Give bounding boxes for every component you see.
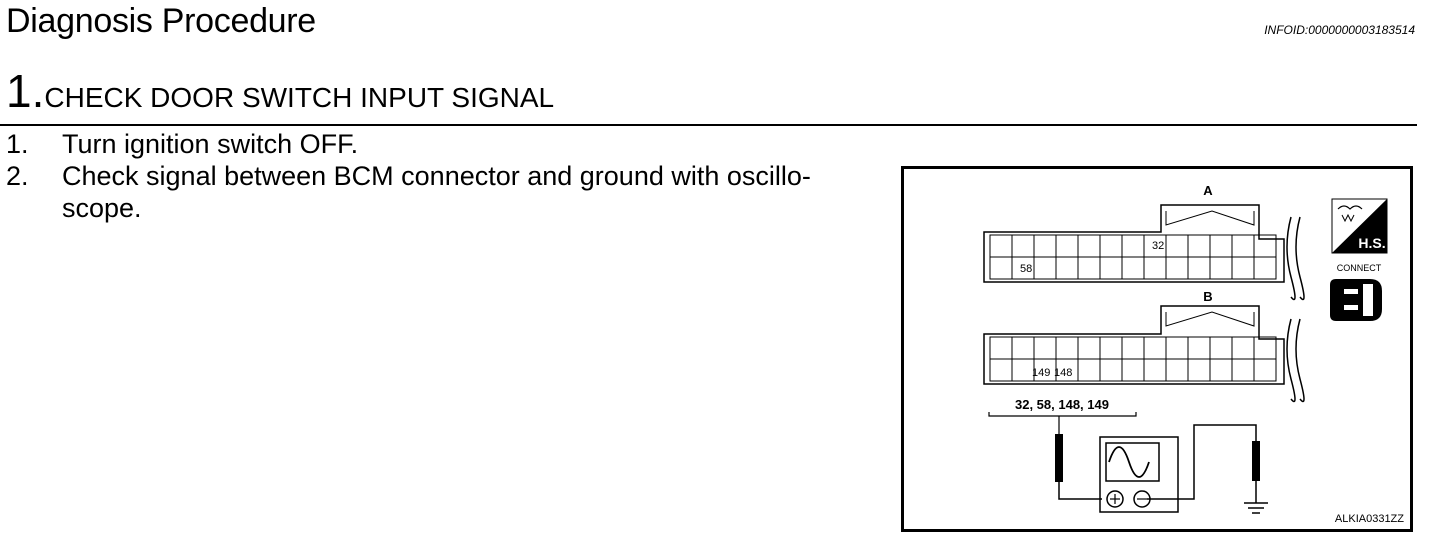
pin-cell [1055,256,1079,280]
pin-cell [1165,256,1189,280]
connector-symbol-icon [1330,279,1382,321]
pin-cell [1011,336,1035,360]
step-dot: . [31,65,45,117]
pin-cell [1077,256,1101,280]
step-title: CHECK DOOR SWITCH INPUT SIGNAL [44,82,555,113]
instruction-number: 1. [6,129,29,159]
hs-label: H.S. [1358,235,1385,251]
pin-cell [1209,256,1233,280]
pin-cell [1187,358,1211,382]
connect-label: CONNECT [1337,263,1382,273]
pin-cell [1187,234,1211,258]
step-number: 1 [6,65,32,117]
pin-cell [1033,336,1057,360]
page-title: Diagnosis Procedure [6,2,316,40]
pin-cell [1209,234,1233,258]
ground-icon [1244,494,1268,514]
pin-cell [1121,234,1145,258]
pin-cell [1187,336,1211,360]
instruction-number: 2. [6,161,29,191]
pin-cell [1143,336,1167,360]
positive-probe [1055,434,1102,500]
pin-cell [1033,234,1057,258]
pin-cell [1055,234,1079,258]
connector-a [983,204,1285,283]
pin-cell [1209,358,1233,382]
pin-cell [1099,358,1123,382]
pin-cell [1077,358,1101,382]
connector-b-label: B [1203,289,1212,304]
pin-cell [1099,336,1123,360]
pin-cell [1165,358,1189,382]
pin-cell [1187,256,1211,280]
connector-a-label: A [1203,183,1213,198]
pin-cell [1121,358,1145,382]
pin-cell [1231,256,1255,280]
pin-cell [1165,234,1189,258]
pin-cell [1253,256,1277,280]
instruction-list: 1. Turn ignition switch OFF. 2. Check si… [6,128,886,224]
pin-32-label: 32 [1152,240,1164,252]
pin-cell [1033,256,1057,280]
connector-diagram: A 32 58 B 149 148 32, 58, 148, 149 [901,166,1413,532]
instruction-text: Turn ignition switch OFF. [62,129,359,159]
pin-cell [989,336,1013,360]
pin-cell [989,358,1013,382]
pin-58-label: 58 [1020,263,1032,275]
pins-bracket [988,412,1137,417]
connector-b [983,305,1285,385]
pin-cell [989,234,1013,258]
pin-cell [1077,234,1101,258]
pin-cell [1165,336,1189,360]
pin-cell [1143,358,1167,382]
pin-cell [1231,358,1255,382]
pin-cell [1231,234,1255,258]
pin-cell [1011,358,1035,382]
section-divider [0,124,1417,126]
step-heading: 1.CHECK DOOR SWITCH INPUT SIGNAL [6,64,554,118]
pin-cell [1253,358,1277,382]
pin-cell [1143,256,1167,280]
oscilloscope [1099,436,1179,513]
negative-probe [1147,424,1260,500]
pin-cell [1099,256,1123,280]
pin-cell [1077,336,1101,360]
pin-cell [1011,234,1035,258]
pins-label: 32, 58, 148, 149 [1015,397,1109,412]
pin-cell [1099,234,1123,258]
break-marks [1286,216,1305,403]
info-id: INFOID:0000000003183514 [1264,23,1415,37]
instruction-text: Check signal between BCM connector and g… [62,161,811,223]
pin-148-label: 148 [1054,367,1072,379]
pin-cell [1055,336,1079,360]
pin-149-label: 149 [1032,367,1050,379]
pin-cell [1253,336,1277,360]
figure-id: ALKIA0331ZZ [1335,513,1404,525]
instruction-item: 2. Check signal between BCM connector an… [6,160,886,224]
diagram-svg: A 32 58 B 149 148 32, 58, 148, 149 [983,183,1404,525]
pin-cell [1231,336,1255,360]
pin-cell [1121,336,1145,360]
pin-cell [989,256,1013,280]
instruction-item: 1. Turn ignition switch OFF. [6,128,886,160]
hs-badge-icon [1331,198,1388,254]
pin-cell [1121,256,1145,280]
pin-cell [1209,336,1233,360]
